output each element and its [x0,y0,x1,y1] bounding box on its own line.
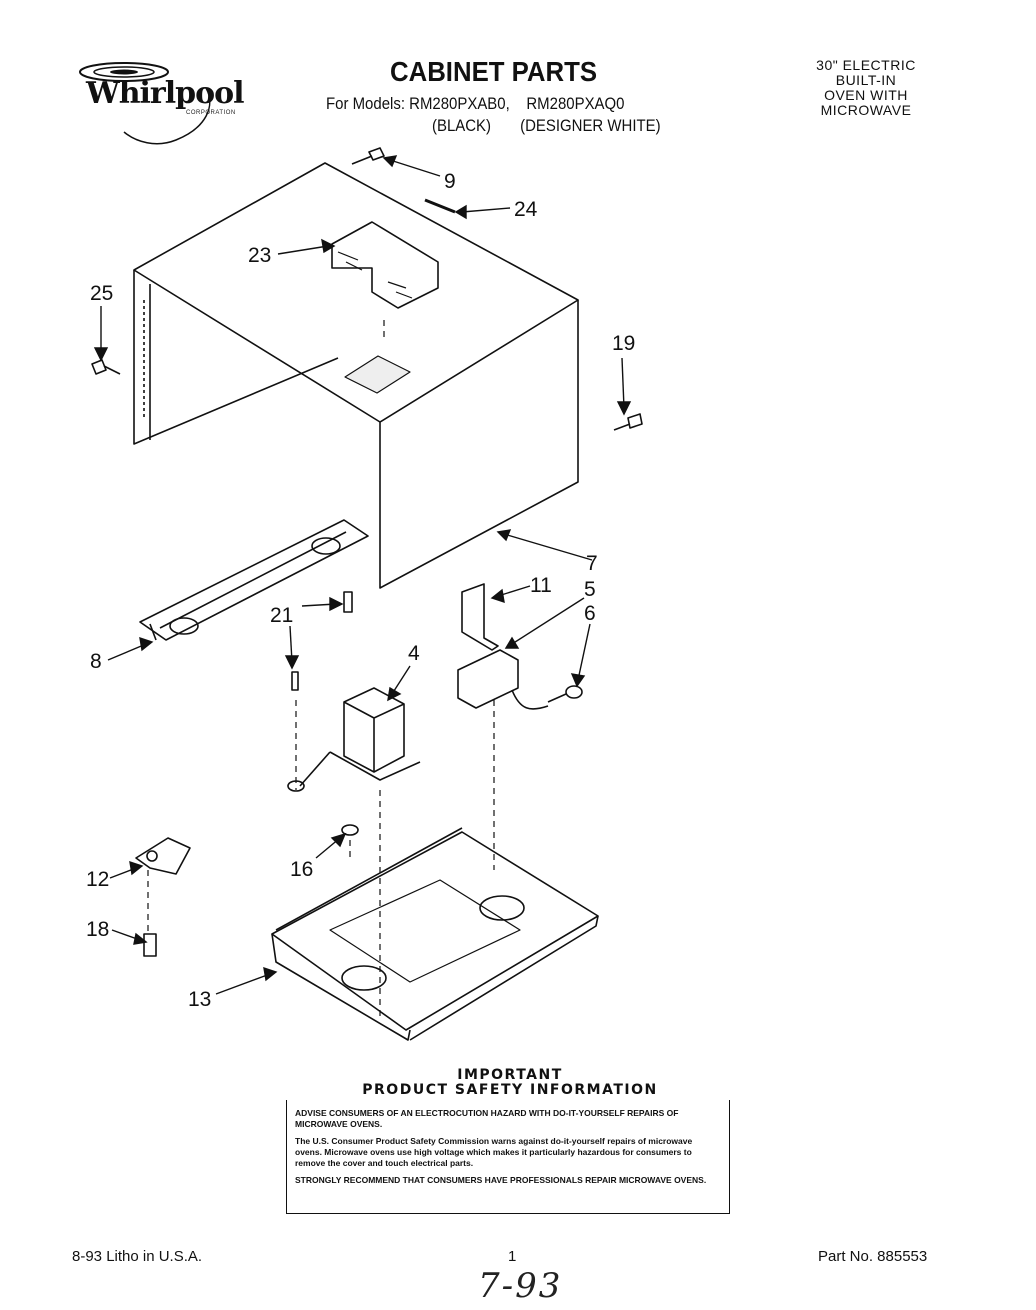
whirlpool-logo-swirl [79,62,211,145]
callout-18: 18 [86,918,109,941]
callout-5: 5 [584,578,596,601]
safety-heading-line-2: PRODUCT SAFETY INFORMATION [362,1082,658,1098]
page-number: 1 [508,1248,517,1265]
screw-18 [143,933,157,957]
safety-heading-line-1: IMPORTANT [457,1067,563,1083]
brand-name: Whirlpool [86,76,244,111]
safety-paragraph: STRONGLY RECOMMEND THAT CONSUMERS HAVE P… [295,1175,707,1185]
callout-13: 13 [188,988,211,1011]
screw-25 [91,359,121,375]
handwritten-date: 7-93 [478,1266,563,1306]
callout-6: 6 [584,602,596,625]
callout-23: 23 [248,244,271,267]
safety-paragraph: ADVISE CONSUMERS OF AN ELECTROCUTION HAZ… [295,1108,679,1129]
rail-8 [139,519,369,641]
safety-paragraph: The U.S. Consumer Product Safety Commiss… [295,1136,693,1168]
callout-4: 4 [408,642,420,665]
product-type-line: BUILT-IN [835,72,897,88]
callout-24: 24 [514,198,538,221]
bracket-23 [331,221,439,309]
product-type-line: OVEN WITH [824,87,908,103]
footer-print-info: 8-93 Litho in U.S.A. [72,1248,203,1265]
capacitor-5 [457,649,549,710]
cabinet-wrapper [133,162,579,589]
screw-19 [613,413,643,431]
screw-21 [291,591,353,691]
safety-heading: IMPORTANT PRODUCT SAFETY INFORMATION [300,1068,720,1098]
exploded-parts-diagram: 9 24 23 25 19 7 11 5 6 8 21 4 12 16 18 1… [86,147,643,1041]
callout-25: 25 [90,282,113,305]
callout-12: 12 [86,868,109,891]
washer-16 [341,824,359,836]
callout-7: 7 [586,552,598,575]
base-pan-13 [271,827,599,1041]
bracket-11 [461,583,499,651]
part-number: Part No. 885553 [818,1248,928,1265]
safety-notice-box: ADVISE CONSUMERS OF AN ELECTROCUTION HAZ… [286,1100,730,1214]
brand-subtitle: CORPORATION [186,110,236,116]
product-type-line: MICROWAVE [820,102,912,118]
terminal-6 [547,685,583,703]
callout-16: 16 [290,858,313,881]
page-title: CABINET PARTS [390,56,598,87]
callout-21: 21 [270,604,293,627]
strip-24 [424,198,456,214]
callout-19: 19 [612,332,635,355]
models-line: For Models: RM280PXAB0, RM280PXAQ0 [326,94,625,113]
callout-8: 8 [90,650,102,673]
screw-9 [351,147,385,165]
callout-11: 11 [530,574,552,597]
callout-9: 9 [444,170,456,193]
colors-line: (BLACK) (DESIGNER WHITE) [432,116,661,135]
product-type: 30" ELECTRIC BUILT-IN OVEN WITH MICROWAV… [806,58,926,118]
bracket-12 [135,837,191,875]
product-type-line: 30" ELECTRIC [816,57,916,73]
transformer-4 [287,687,421,792]
